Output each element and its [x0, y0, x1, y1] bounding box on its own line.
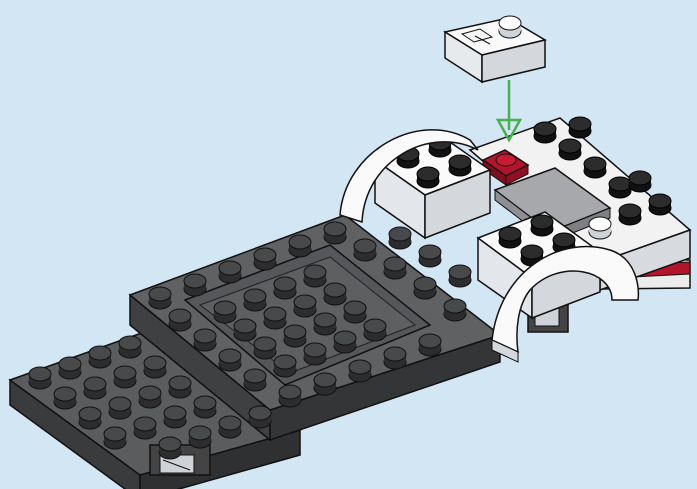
down-arrow-icon: [498, 80, 520, 140]
slope-brick: [445, 16, 545, 82]
